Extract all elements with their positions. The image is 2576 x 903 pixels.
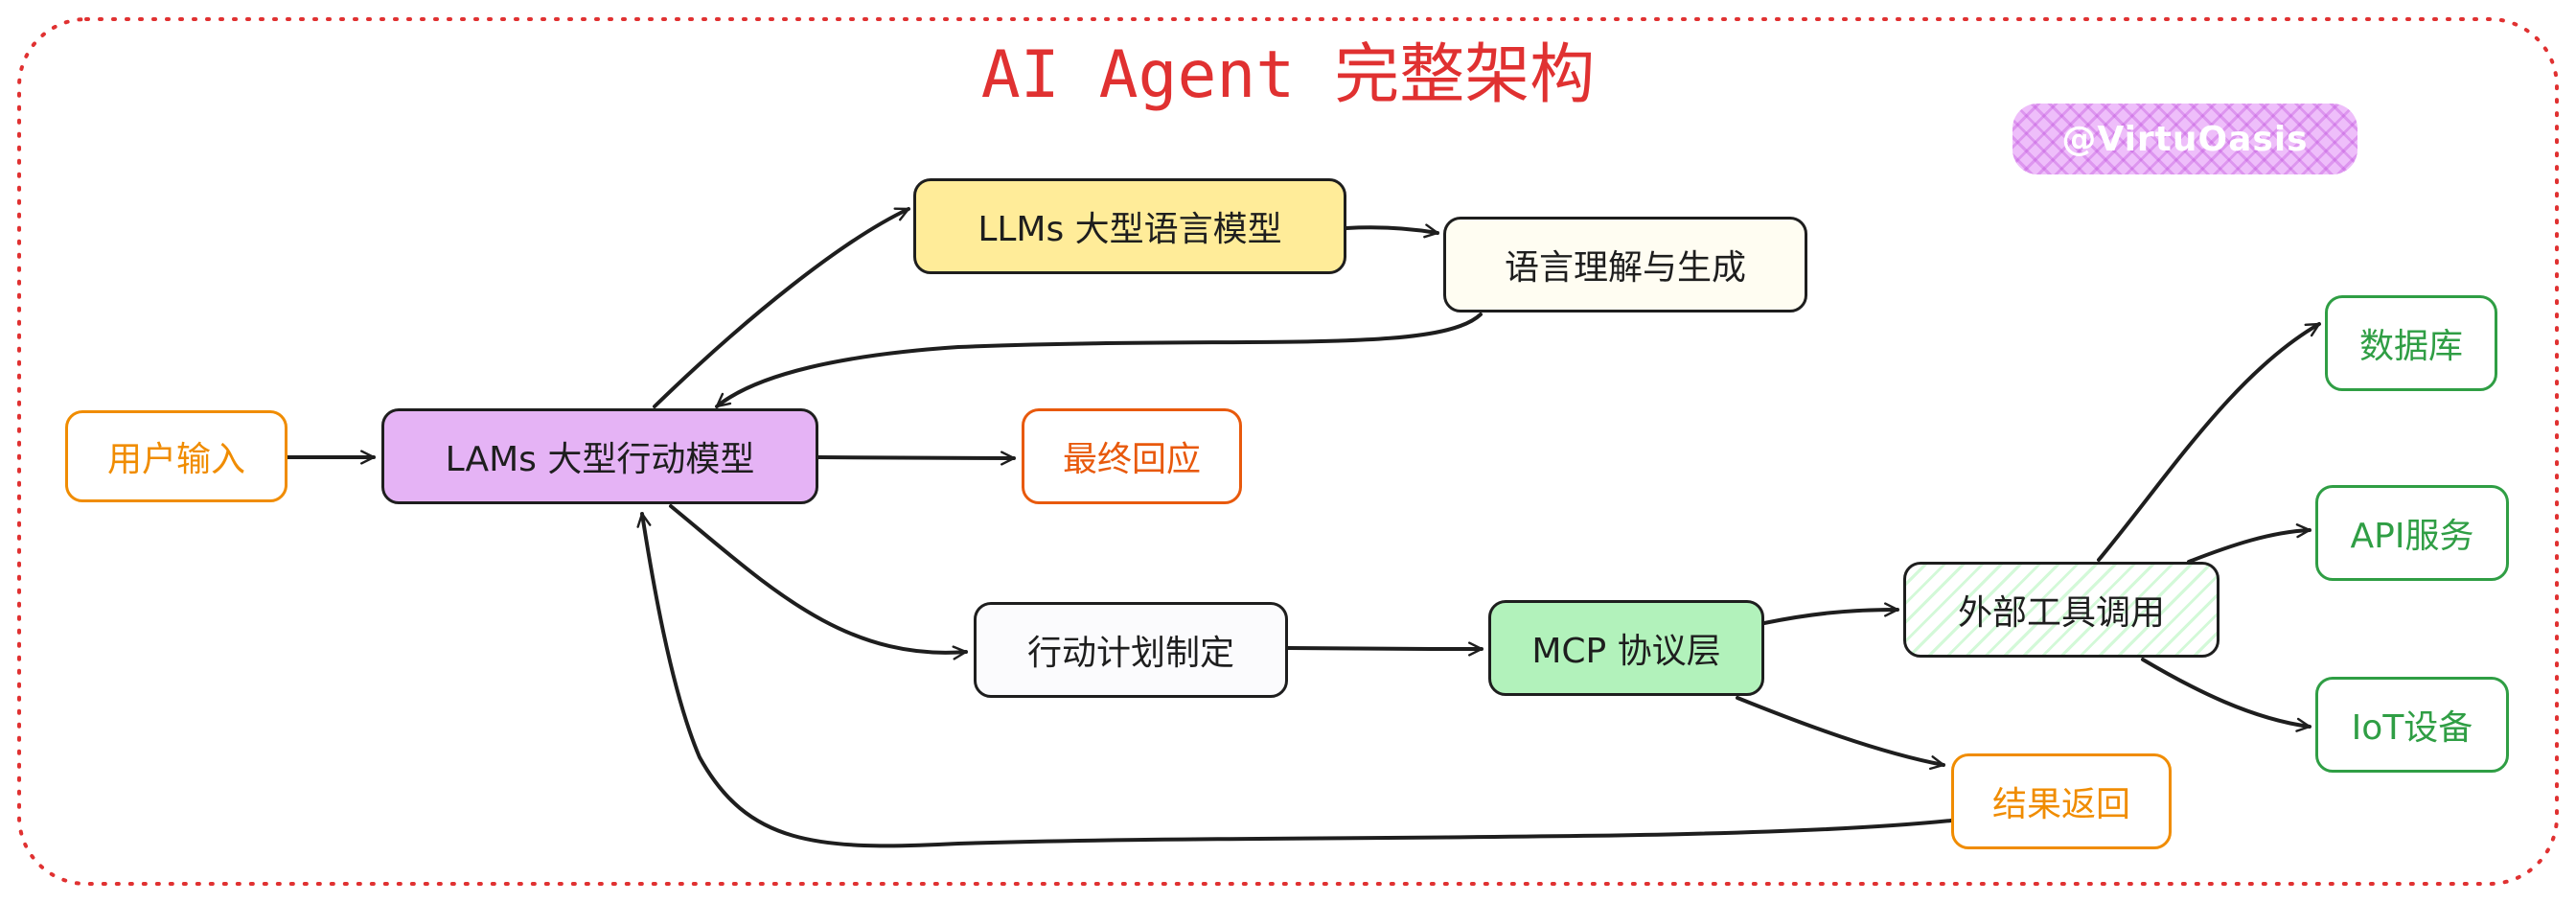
node-result-return: 结果返回 [1951, 753, 2172, 849]
node-iot-device: IoT设备 [2315, 677, 2509, 773]
node-final-response: 最终回应 [1022, 408, 1242, 504]
node-label: 行动计划制定 [1026, 634, 1234, 673]
node-label: 数据库 [2358, 327, 2463, 366]
arrow-lams-to-llms [653, 207, 910, 408]
watermark: @VirtuOasis [2012, 104, 2358, 174]
arrow-result-to-lams [636, 512, 1953, 848]
page-title: AI Agent 完整架构 [980, 37, 1596, 113]
node-label: 外部工具调用 [1957, 593, 2165, 633]
node-label: MCP 协议层 [1531, 632, 1721, 671]
arrow-external-to-database [2097, 322, 2321, 562]
outer-frame [17, 17, 2559, 886]
node-language: 语言理解与生成 [1443, 217, 1807, 313]
arrow-external-to-api [2187, 523, 2312, 564]
arrow-llms-to-language [1345, 223, 1439, 239]
arrow-lams-to-final [816, 451, 1016, 466]
node-external-tools: 外部工具调用 [1903, 562, 2220, 658]
node-label: 语言理解与生成 [1504, 248, 1746, 288]
watermark-text: @VirtuOasis [2061, 119, 2309, 159]
arrow-mcp-to-result [1736, 696, 1945, 771]
node-label: LAMs 大型行动模型 [445, 440, 755, 479]
node-database: 数据库 [2325, 295, 2497, 391]
node-action-plan: 行动计划制定 [974, 602, 1288, 698]
node-llms: LLMs 大型语言模型 [913, 178, 1346, 274]
node-label: 最终回应 [1062, 440, 1201, 479]
arrow-lams-to-plan [669, 504, 968, 660]
node-mcp: MCP 协议层 [1488, 600, 1764, 696]
arrow-plan-to-mcp [1286, 641, 1484, 657]
node-label: LLMs 大型语言模型 [978, 210, 1282, 249]
node-label: IoT设备 [2351, 708, 2473, 748]
node-label: API服务 [2350, 517, 2474, 556]
arrow-mcp-to-external [1762, 602, 1899, 625]
node-lams: LAMs 大型行动模型 [381, 408, 818, 504]
node-user-input: 用户输入 [65, 410, 288, 502]
node-label: 用户输入 [106, 440, 245, 479]
node-label: 结果返回 [1991, 785, 2130, 824]
arrow-language-to-lams [715, 313, 1483, 408]
arrow-external-to-iot [2141, 658, 2312, 732]
node-api-service: API服务 [2315, 485, 2509, 581]
